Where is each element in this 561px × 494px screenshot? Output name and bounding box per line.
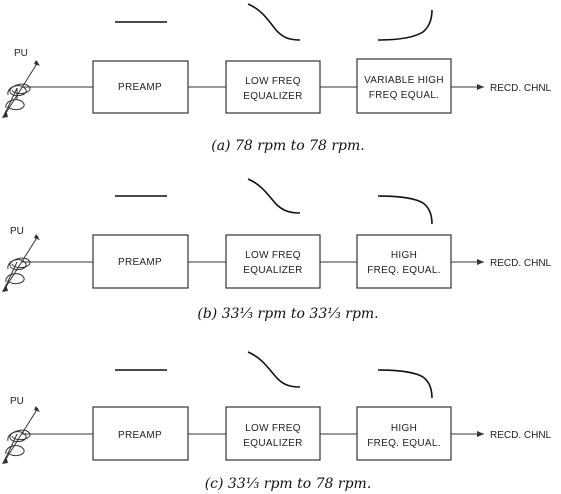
low-freq-equalizer-label-c-line2: EQUALIZER [243,438,302,449]
preamp-label-b: PREAMP [118,257,162,268]
diagram-a: PU PREAMP LOW FREQ EQUALIZER VARIABLE HI… [2,3,552,154]
output-label-b: RECD. CHNL [490,258,552,269]
curve-high-freq-droop-c [377,369,433,399]
diagram-b: PU PREAMP LOW FREQ EQUALIZER HIGH FREQ. … [2,178,552,322]
pickup-coil-b [2,234,40,292]
curve-high-freq-droop-b [377,195,433,225]
high-freq-equalizer-box-b [356,234,452,289]
low-freq-equalizer-label-b-line2: EQUALIZER [243,265,302,276]
pickup-label-a: PU [14,48,28,59]
pickup-label-c: PU [10,396,24,407]
preamp-label-a: PREAMP [118,82,162,93]
low-freq-equalizer-box-b [225,234,321,289]
pickup-label-b: PU [10,226,24,237]
low-freq-equalizer-label-a-line1: LOW FREQ [245,76,301,87]
curve-low-freq-rolloff-c [247,351,301,388]
preamp-box-b [92,234,189,289]
output-label-c: RECD. CHNL [490,430,552,441]
preamp-box-c [92,406,189,461]
low-freq-equalizer-box-c [225,406,321,461]
output-label-a: RECD. CHNL [490,83,552,94]
preamp-label-c: PREAMP [118,430,162,441]
high-freq-equalizer-label-b-line1: HIGH [391,250,417,261]
high-freq-equalizer-label-c-line1: HIGH [391,423,417,434]
low-freq-equalizer-label-a-line2: EQUALIZER [243,91,302,102]
curve-high-freq-rise-a [377,9,433,41]
high-freq-equalizer-label-c-line2: FREQ. EQUAL. [367,438,441,449]
output-arrow-a [477,84,484,90]
output-arrow-c [477,431,484,437]
low-freq-equalizer-label-c-line1: LOW FREQ [245,423,301,434]
preamp-box-a [92,60,189,114]
low-freq-equalizer-label-b-line1: LOW FREQ [245,250,301,261]
curve-low-freq-rolloff-a [247,3,301,41]
caption-a: (a) 78 rpm to 78 rpm. [211,138,365,154]
diagram-c: PU PREAMP LOW FREQ EQUALIZER HIGH FREQ. … [2,351,552,492]
high-freq-equalizer-label-a-line2: FREQ EQUAL. [369,90,440,101]
pickup-coil-a [2,60,40,118]
pickup-coil-c [2,406,40,464]
output-arrow-b [477,259,484,265]
high-freq-equalizer-label-a-line1: VARIABLE HIGH [364,75,444,86]
caption-c: (c) 33⅓ rpm to 78 rpm. [205,476,372,492]
caption-b: (b) 33⅓ rpm to 33⅓ rpm. [197,306,378,322]
low-freq-equalizer-box-a [225,60,321,114]
curve-low-freq-rolloff-b [247,178,301,214]
high-freq-equalizer-label-b-line2: FREQ. EQUAL. [367,265,441,276]
high-freq-equalizer-box-a [356,58,452,114]
